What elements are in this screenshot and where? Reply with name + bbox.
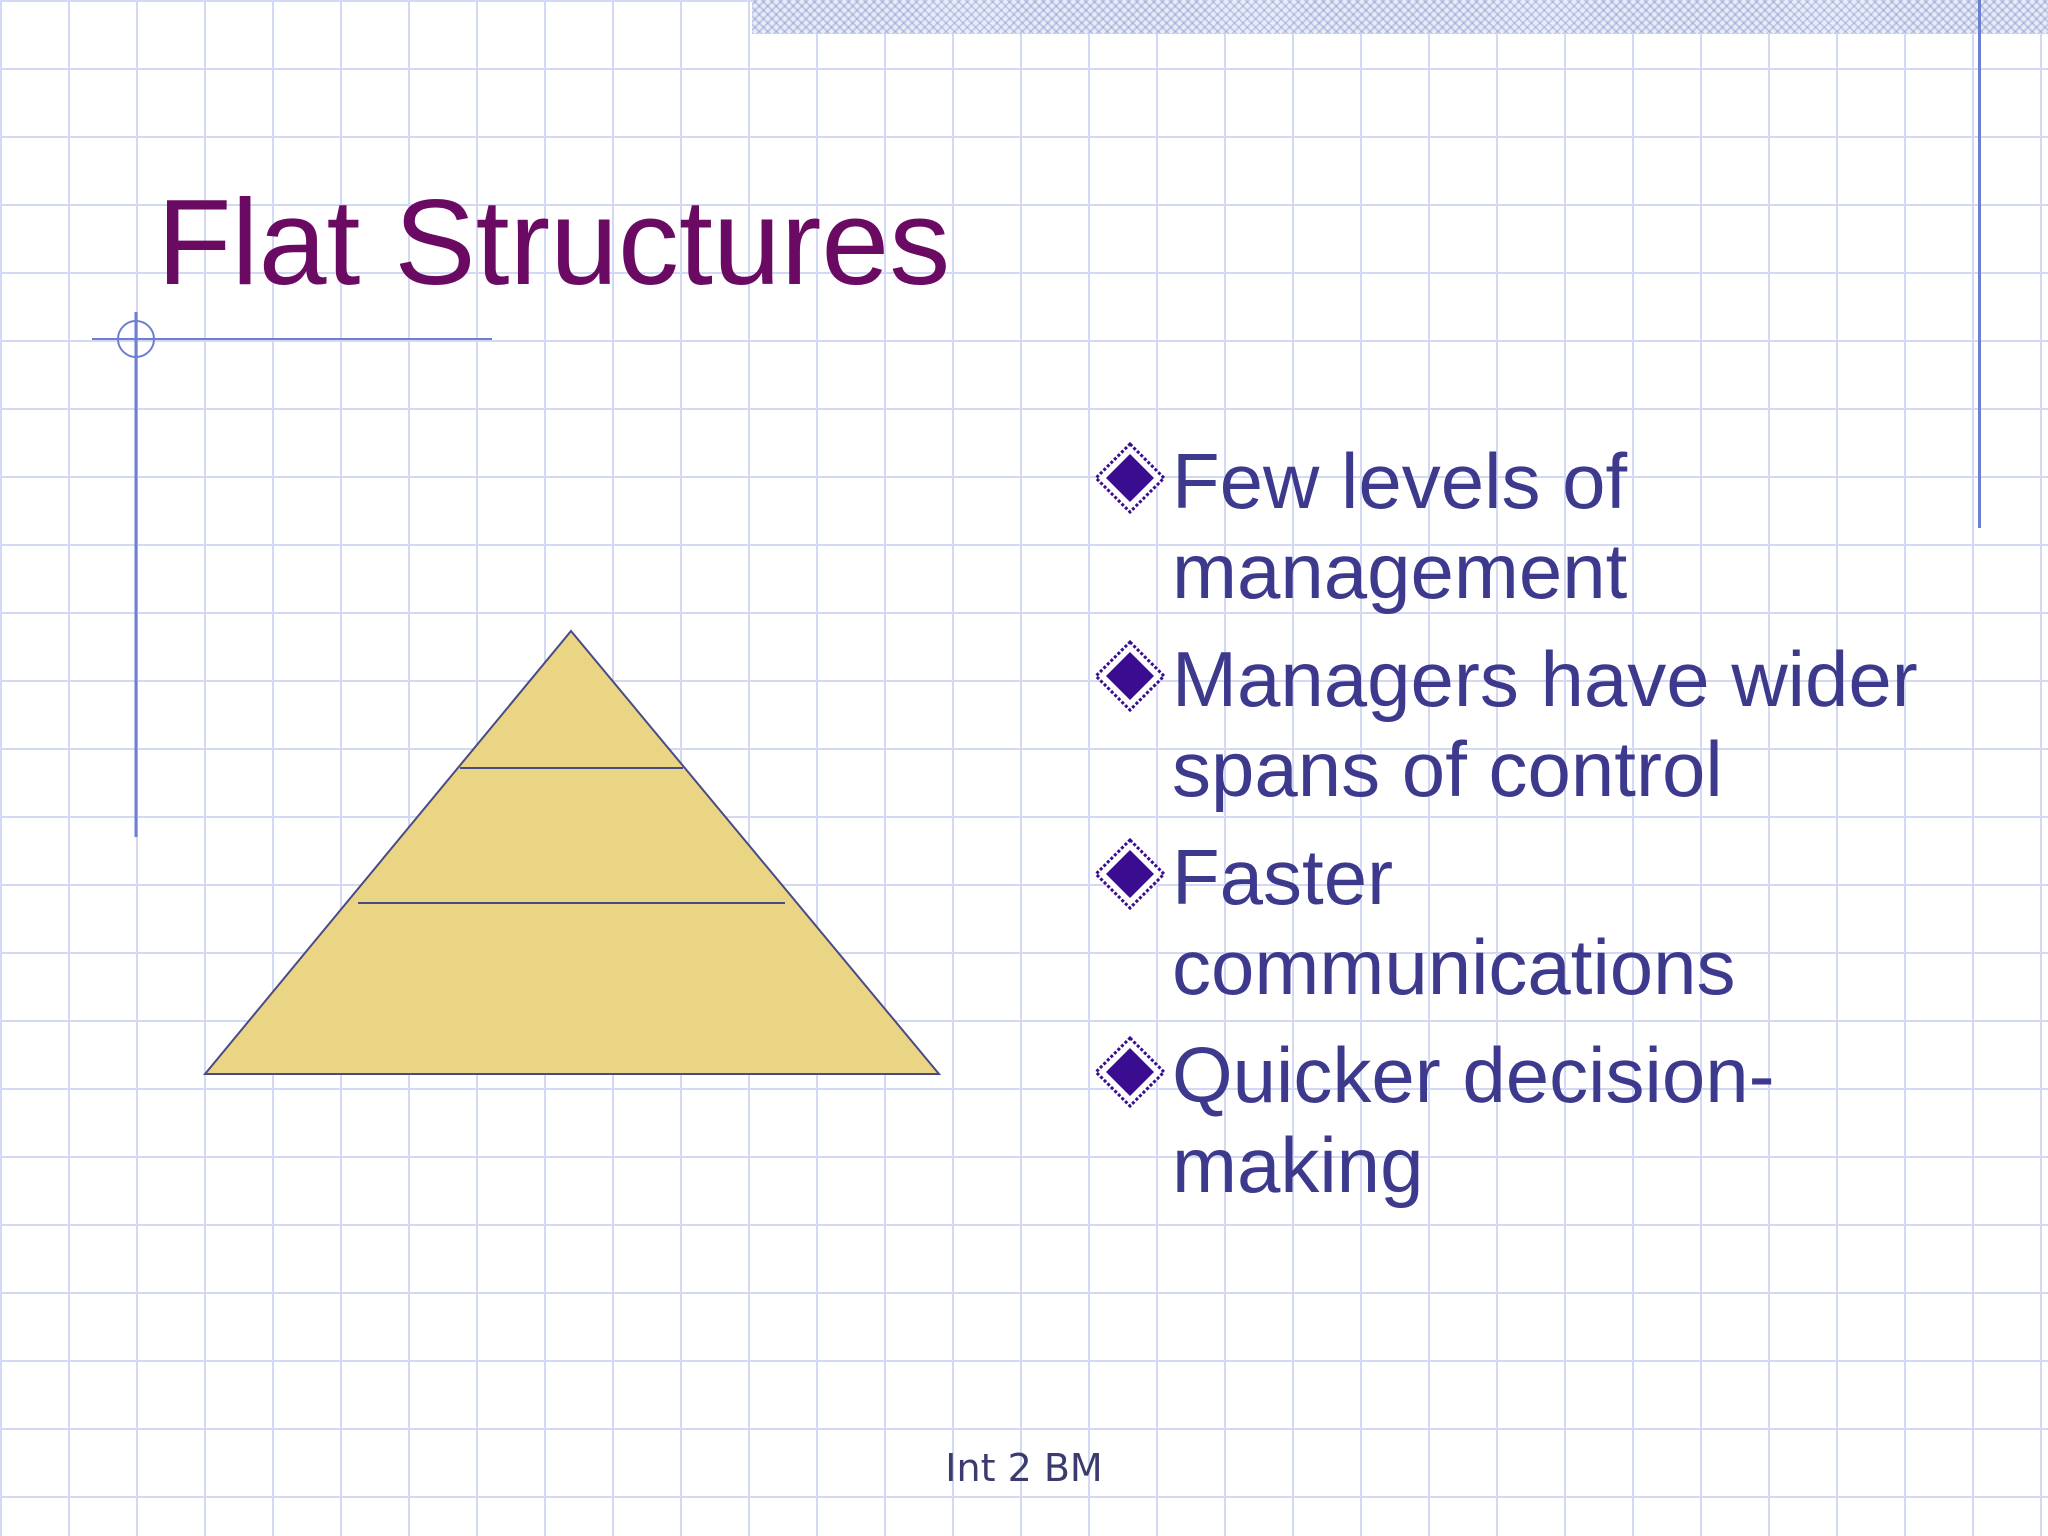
bullet-text: Quicker decision-making <box>1172 1031 1775 1209</box>
diamond-bullet-icon <box>1093 837 1167 911</box>
slide-footer: Int 2 BM <box>945 1446 1103 1490</box>
diamond-bullet-icon <box>1093 1035 1167 1109</box>
bullet-item: Few levels of management <box>1090 436 1950 616</box>
pyramid-shape <box>202 629 942 1075</box>
bullet-list: Few levels of management Managers have w… <box>1090 436 1950 1228</box>
bullet-text: Managers have wider spans of control <box>1172 635 1918 813</box>
diamond-bullet-icon <box>1093 639 1167 713</box>
bullet-text: Faster communications <box>1172 833 1736 1011</box>
title-underline-decoration <box>92 312 492 837</box>
top-pattern-band <box>752 0 2048 34</box>
slide-title: Flat Structures <box>157 174 951 310</box>
right-accent-rule <box>1978 0 1981 528</box>
hierarchy-pyramid-diagram <box>202 629 942 1075</box>
bullet-text: Few levels of management <box>1172 437 1628 615</box>
diamond-bullet-icon <box>1093 441 1167 515</box>
bullet-item: Quicker decision-making <box>1090 1030 1950 1210</box>
bullet-item: Faster communications <box>1090 832 1950 1012</box>
bullet-item: Managers have wider spans of control <box>1090 634 1950 814</box>
